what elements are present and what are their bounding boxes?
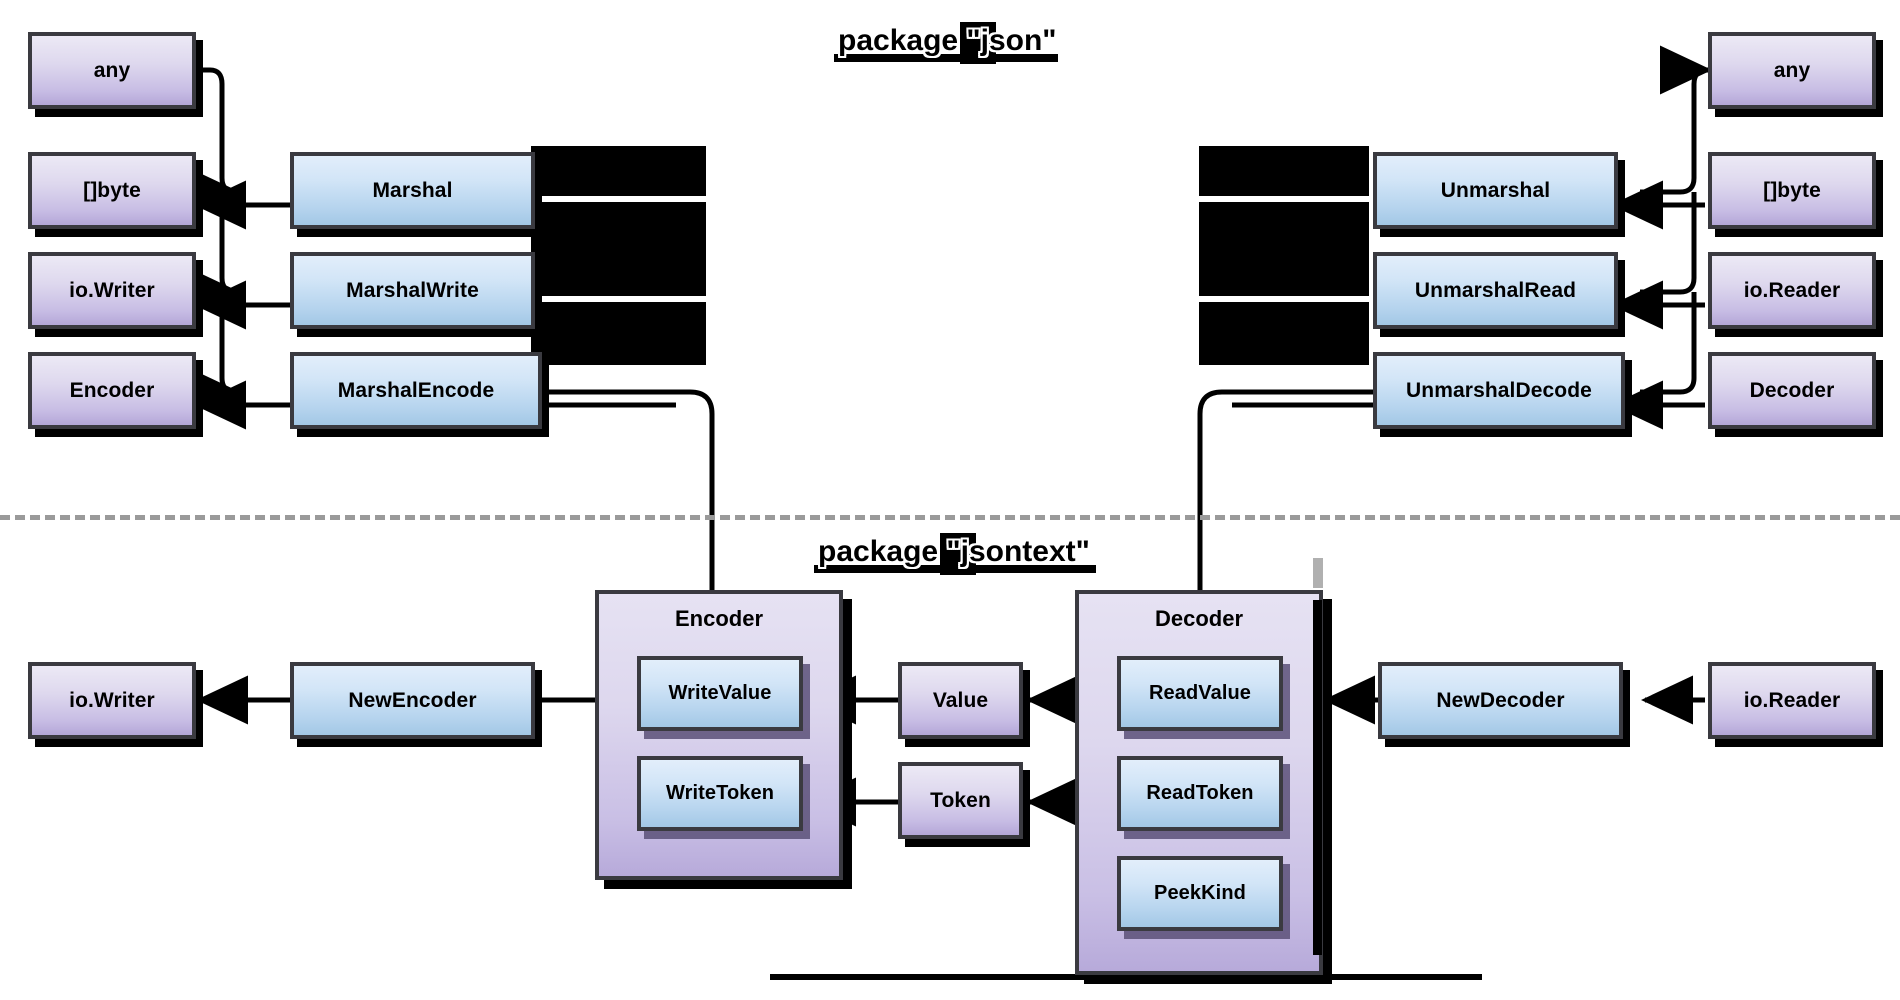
node-type-decoder-right[interactable]: Decoder <box>1708 352 1876 429</box>
node-label: []byte <box>1763 178 1821 202</box>
node-label: ReadToken <box>1146 782 1254 804</box>
node-label: Value <box>932 688 989 712</box>
render-artifact-cut-right-b <box>1196 296 1372 302</box>
node-label: MarshalEncode <box>337 378 495 402</box>
render-artifact-cut-right-a <box>1196 196 1372 202</box>
node-type-encoder-left[interactable]: Encoder <box>28 352 196 429</box>
group-decoder-title: Decoder <box>1154 606 1244 631</box>
node-type-ioreader-bottom[interactable]: io.Reader <box>1708 662 1876 739</box>
node-func-newencoder[interactable]: NewEncoder <box>290 662 535 739</box>
group-decoder: Decoder ReadValue ReadToken PeekKind <box>1075 590 1323 975</box>
node-type-ioreader-right[interactable]: io.Reader <box>1708 252 1876 329</box>
node-label: io.Writer <box>69 278 155 302</box>
node-label: WriteToken <box>665 782 775 804</box>
node-label: Encoder <box>69 378 155 402</box>
render-artifact-cut-left-a <box>531 196 707 202</box>
group-encoder: Encoder WriteValue WriteToken <box>595 590 843 880</box>
node-func-unmarshal[interactable]: Unmarshal <box>1373 152 1618 229</box>
node-label: ReadValue <box>1148 682 1252 704</box>
node-label: UnmarshalRead <box>1414 278 1577 302</box>
node-method-readtoken[interactable]: ReadToken <box>1117 756 1283 831</box>
package-json-title-text: package "json" <box>838 24 1057 57</box>
node-func-marshal[interactable]: Marshal <box>290 152 535 229</box>
node-label: MarshalWrite <box>346 278 479 302</box>
node-method-writetoken[interactable]: WriteToken <box>637 756 803 831</box>
node-label: Unmarshal <box>1440 178 1551 202</box>
node-func-marshalwrite[interactable]: MarshalWrite <box>290 252 535 329</box>
node-label: PeekKind <box>1154 882 1246 904</box>
node-label: any <box>93 58 131 82</box>
node-label: WriteValue <box>668 682 772 704</box>
node-method-peekkind[interactable]: PeekKind <box>1117 856 1283 931</box>
node-func-marshalencode[interactable]: MarshalEncode <box>290 352 542 429</box>
node-type-any-left[interactable]: any <box>28 32 196 109</box>
node-label: io.Writer <box>69 688 155 712</box>
package-jsontext-title-text: package "jsontext" <box>818 535 1090 568</box>
node-type-token[interactable]: Token <box>898 762 1023 839</box>
node-label: Token <box>930 788 991 812</box>
node-method-writevalue[interactable]: WriteValue <box>637 656 803 731</box>
node-func-newdecoder[interactable]: NewDecoder <box>1378 662 1623 739</box>
node-type-bytes-right[interactable]: []byte <box>1708 152 1876 229</box>
node-label: io.Reader <box>1743 278 1841 302</box>
package-jsontext-title: package "jsontext" <box>814 533 1096 575</box>
node-type-iowriter-bottom[interactable]: io.Writer <box>28 662 196 739</box>
node-label: Decoder <box>1749 378 1835 402</box>
node-type-any-right[interactable]: any <box>1708 32 1876 109</box>
node-func-unmarshaldecode[interactable]: UnmarshalDecode <box>1373 352 1625 429</box>
render-artifact-block-left <box>531 146 706 365</box>
node-label: NewEncoder <box>348 688 477 712</box>
render-artifact-block-right <box>1199 146 1369 365</box>
render-artifact-black-bar <box>1313 600 1322 955</box>
package-divider <box>0 515 1900 520</box>
node-label: NewDecoder <box>1436 688 1565 712</box>
node-type-bytes-left[interactable]: []byte <box>28 152 196 229</box>
node-label: any <box>1773 58 1811 82</box>
node-type-value[interactable]: Value <box>898 662 1023 739</box>
node-label: UnmarshalDecode <box>1406 378 1592 402</box>
node-func-unmarshalread[interactable]: UnmarshalRead <box>1373 252 1618 329</box>
group-encoder-title: Encoder <box>674 606 764 631</box>
render-artifact-grey-bar <box>1313 558 1323 588</box>
package-json-title: package "json" <box>834 22 1058 64</box>
render-artifact-cut-left-b <box>531 296 707 302</box>
node-label: []byte <box>83 178 141 202</box>
node-method-readvalue[interactable]: ReadValue <box>1117 656 1283 731</box>
node-label: io.Reader <box>1743 688 1841 712</box>
node-type-iowriter-left[interactable]: io.Writer <box>28 252 196 329</box>
node-label: Marshal <box>372 178 453 202</box>
